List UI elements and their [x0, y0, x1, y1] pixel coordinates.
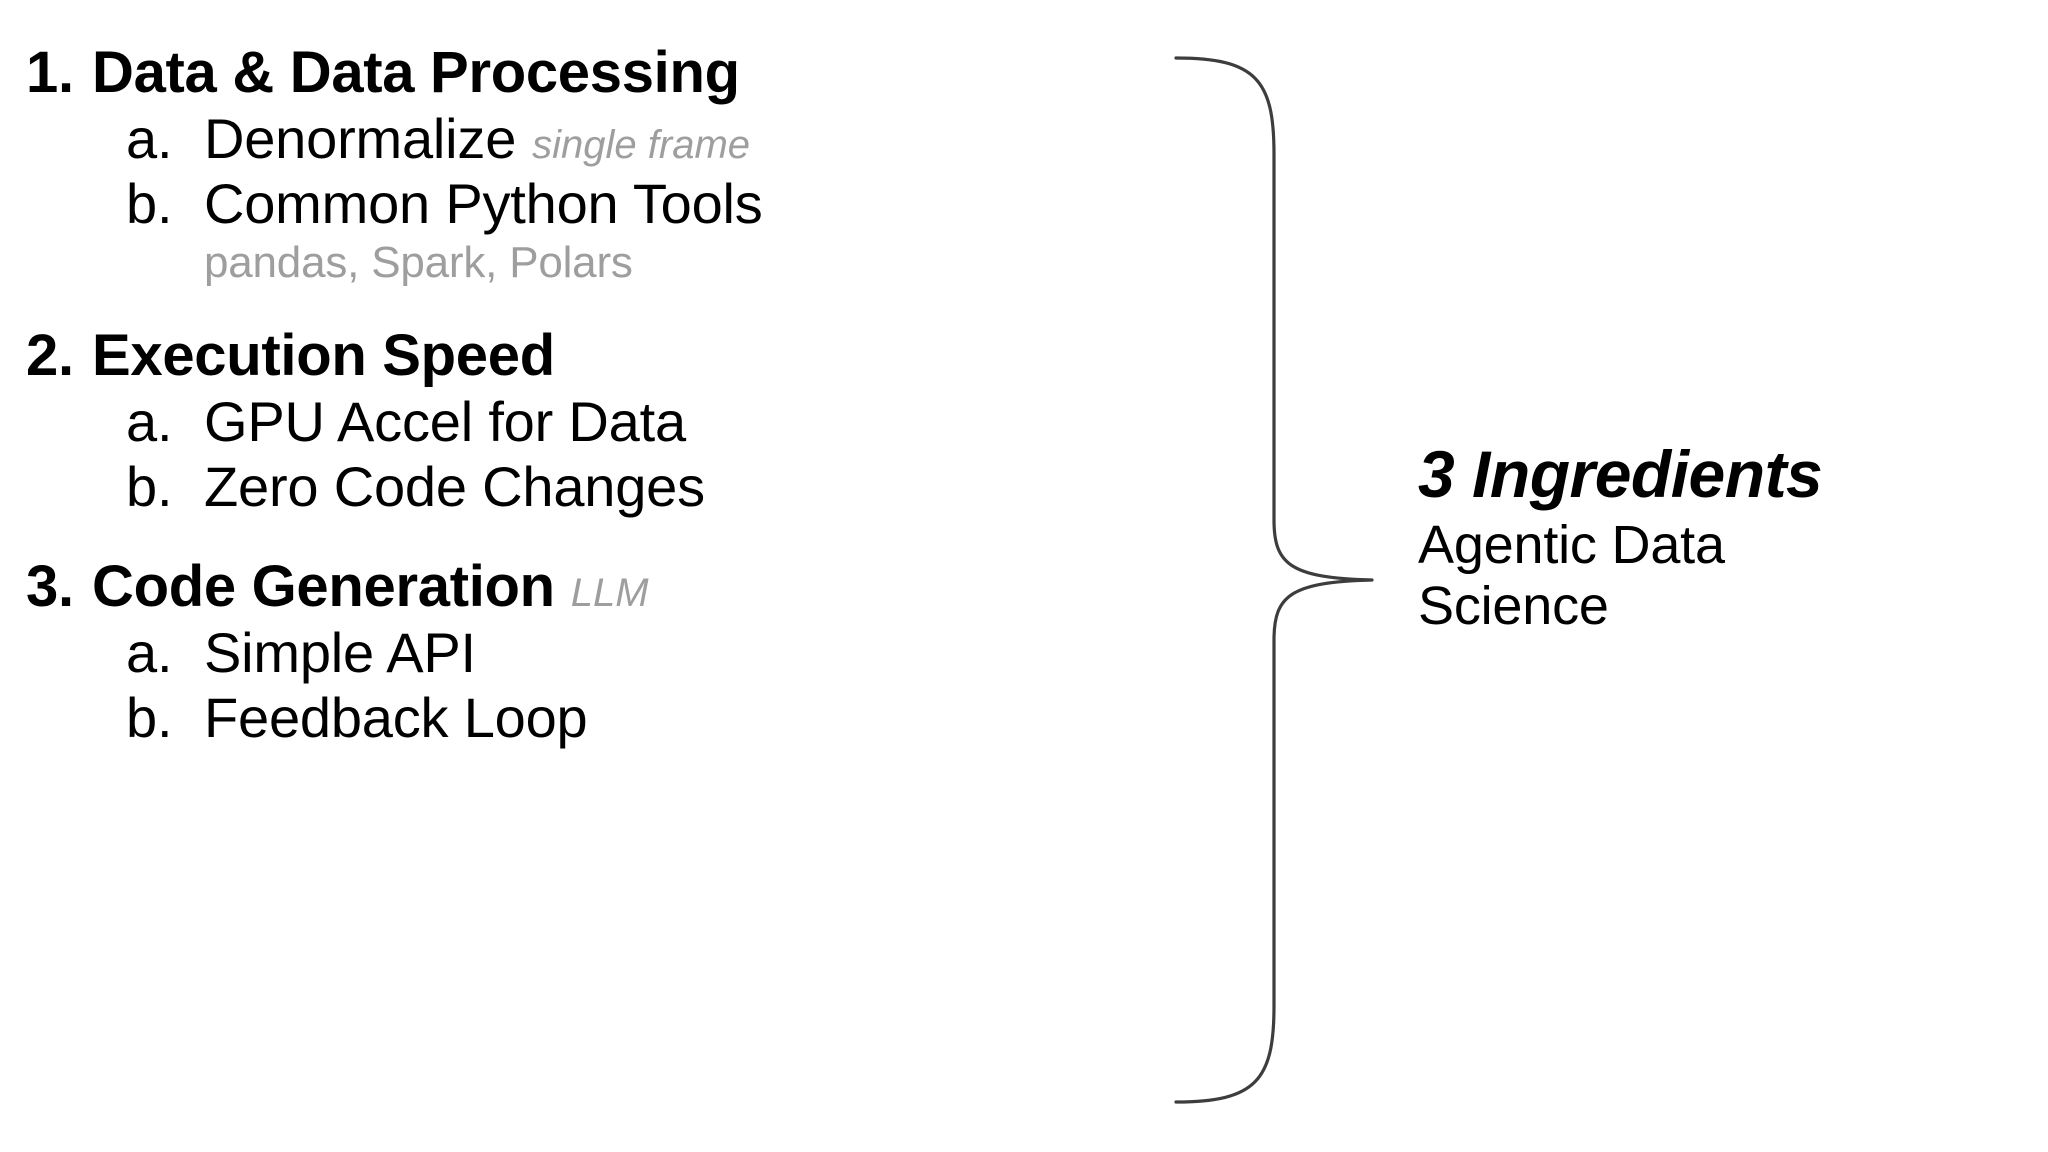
outline-caption-1b: pandas, Spark, Polars — [204, 237, 633, 287]
outline-label-2a: GPU Accel for Data — [204, 390, 686, 454]
outline-marker-3b: b. — [126, 685, 173, 749]
outline-group-1: 1. Data & Data Processing a. Denormalize… — [26, 40, 1146, 289]
outline-marker-1: 1. — [26, 40, 74, 105]
callout-title: 3 Ingredients — [1418, 437, 1823, 511]
outline-label-3a: Simple API — [204, 620, 476, 684]
outline-item-1: 1. Data & Data Processing — [26, 40, 1146, 107]
callout-subtitle: Agentic Data Science — [1418, 515, 1725, 636]
outline-title-1: Data & Data Processing — [92, 40, 740, 105]
outline-marker-2b: b. — [126, 455, 173, 519]
callout-block: 3 Ingredients Agentic Data Science — [1418, 437, 2018, 636]
outline-item-2a: a. GPU Accel for Data — [126, 390, 1146, 455]
outline-marker-3: 3. — [26, 553, 74, 619]
outline-note-1a: single frame — [532, 122, 751, 167]
outline-item-1a: a. Denormalize single frame — [126, 107, 1146, 172]
outline-note-3: LLM — [570, 570, 649, 615]
outline-marker-1a: a. — [126, 106, 173, 170]
outline-marker-3a: a. — [126, 620, 173, 684]
outline-label-1b: Common Python Tools — [204, 171, 763, 235]
outline-item-2: 2. Execution Speed — [26, 323, 1146, 390]
outline-group-3: 3. Code Generation LLM a. Simple API b. … — [26, 554, 1146, 751]
outline-title-2: Execution Speed — [92, 323, 555, 389]
outline-list: 1. Data & Data Processing a. Denormalize… — [26, 40, 1146, 751]
outline-item-3: 3. Code Generation LLM — [26, 554, 1146, 621]
outline-marker-2a: a. — [126, 390, 173, 454]
outline-label-3b: Feedback Loop — [204, 685, 588, 749]
outline-title-3: Code Generation — [92, 553, 555, 619]
outline-item-2b: b. Zero Code Changes — [126, 455, 1146, 520]
outline-label-2b: Zero Code Changes — [204, 455, 705, 519]
outline-label-1a: Denormalize — [204, 106, 517, 170]
outline-group-2: 2. Execution Speed a. GPU Accel for Data… — [26, 323, 1146, 520]
outline-item-3b: b. Feedback Loop — [126, 686, 1146, 751]
outline-marker-1b: b. — [126, 171, 173, 235]
curly-brace-icon — [1174, 56, 1374, 1104]
outline-item-1b: b. Common Python Tools — [126, 172, 1146, 237]
outline-item-3a: a. Simple API — [126, 621, 1146, 686]
outline-marker-2: 2. — [26, 323, 74, 389]
